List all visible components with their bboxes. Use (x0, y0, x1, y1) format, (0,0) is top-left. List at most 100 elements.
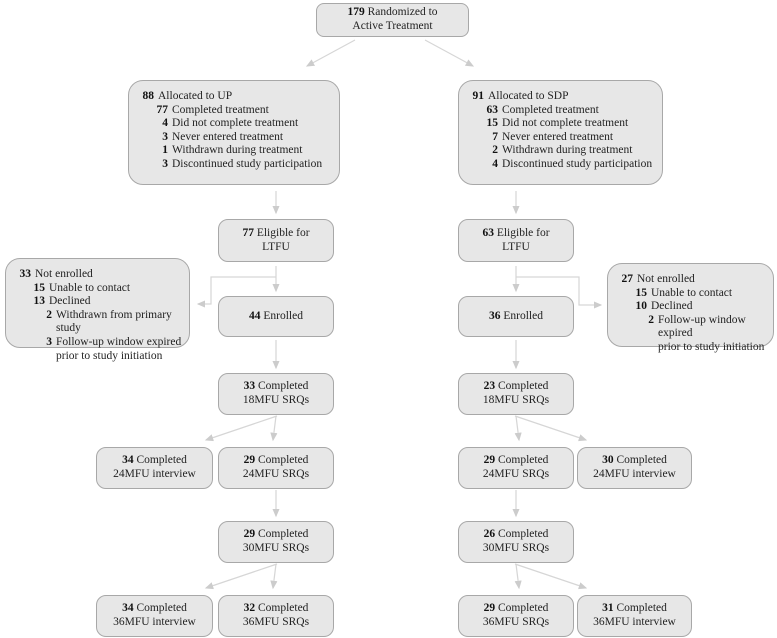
label: Completed 24MFU interview (593, 454, 676, 480)
box-text: 63 Eligible for LTFU (482, 227, 549, 254)
label: Allocated to UP (158, 90, 233, 102)
label: Did not complete treatment (502, 117, 629, 130)
label: Unable to contact (49, 281, 131, 294)
box-up-completed-18mfu-srqs: 33 Completed 18MFU SRQs (218, 373, 334, 415)
box-up-completed-30mfu-srqs: 29 Completed 30MFU SRQs (218, 521, 334, 563)
box-text: 26 Completed 30MFU SRQs (483, 528, 549, 555)
label: Never entered treatment (172, 130, 284, 143)
count: 15 (486, 117, 499, 130)
box-text: 77 Eligible for LTFU (242, 227, 309, 254)
box-up-eligible-ltfu: 77 Eligible for LTFU (218, 219, 334, 262)
box-up-completed-36mfu-interview: 34 Completed 36MFU interview (96, 595, 213, 637)
count: 31 (602, 602, 614, 615)
label: Completed 18MFU SRQs (242, 380, 310, 406)
flow-line: 3 Follow-up window expired prior to study… (18, 336, 183, 363)
count: 2 (492, 144, 498, 157)
count: 15 (33, 281, 46, 294)
label: Eligible for LTFU (256, 226, 310, 253)
label: Eligible for LTFU (496, 226, 550, 253)
label: Not enrolled (637, 273, 695, 285)
count: 34 (122, 602, 134, 615)
count: 77 (156, 103, 169, 116)
count: 33 (243, 380, 256, 393)
count: 15 (635, 286, 648, 299)
label: Completed 24MFU interview (113, 454, 196, 480)
box-text: 29 Completed 24MFU SRQs (243, 454, 309, 481)
count: 36 (489, 309, 501, 322)
count: 2 (648, 313, 654, 326)
count: 4 (162, 117, 168, 130)
label: Discontinued study participation (502, 157, 653, 170)
label: Declined (49, 295, 91, 308)
label: Discontinued study participation (172, 157, 323, 170)
flow-line: 2 Follow-up window expired prior to study… (620, 314, 767, 355)
count: 10 (635, 300, 648, 313)
flow-line: 4 Discontinued study participation (471, 158, 656, 172)
count: 29 (243, 528, 256, 541)
count: 29 (243, 454, 256, 467)
box-sdp-completed-36mfu-srqs: 29 Completed 36MFU SRQs (458, 595, 574, 637)
box-text: 29 Completed 24MFU SRQs (483, 454, 549, 481)
flow-line: 4 Did not complete treatment (141, 117, 333, 131)
count: 88 (142, 90, 155, 102)
box-up-completed-24mfu-srqs: 29 Completed 24MFU SRQs (218, 447, 334, 489)
label: Follow-up window expired prior to study … (56, 335, 182, 362)
count: 44 (249, 309, 261, 322)
box-text: 32 Completed 36MFU SRQs (243, 602, 309, 629)
box-text: 34 Completed 36MFU interview (113, 602, 196, 629)
count: 3 (46, 335, 52, 348)
count: 1 (162, 144, 168, 157)
count: 63 (486, 103, 499, 116)
count: 33 (19, 268, 32, 280)
label: Withdrawn from primary study (56, 308, 172, 335)
box-text: 23 Completed 18MFU SRQs (483, 380, 549, 407)
count: 4 (492, 157, 498, 170)
count: 3 (162, 157, 168, 170)
label: Enrolled (263, 309, 303, 322)
flow-line: 3 Discontinued study participation (141, 158, 333, 172)
count: 13 (33, 295, 46, 308)
count: 29 (483, 454, 496, 467)
label: Withdrawn during treatment (502, 144, 633, 157)
label: Completed 30MFU SRQs (242, 528, 310, 554)
count: 23 (483, 380, 496, 393)
box-up-completed-24mfu-interview: 34 Completed 24MFU interview (96, 447, 213, 489)
label: Follow-up window expired prior to study … (658, 313, 765, 353)
count: 29 (483, 602, 496, 615)
label: Randomized to Active Treatment (352, 6, 438, 32)
label: Completed treatment (502, 103, 599, 116)
label: Withdrawn during treatment (172, 144, 303, 157)
label: Did not complete treatment (172, 117, 299, 130)
flow-line: 2 Withdrawn during treatment (471, 144, 656, 158)
count: 179 (347, 6, 365, 19)
box-sdp-completed-30mfu-srqs: 26 Completed 30MFU SRQs (458, 521, 574, 563)
box-up-enrolled: 44 Enrolled (218, 296, 334, 337)
label: Never entered treatment (502, 130, 614, 143)
box-text: 34 Completed 24MFU interview (113, 454, 196, 481)
label: Completed 24MFU SRQs (242, 454, 310, 480)
count: 3 (162, 130, 168, 143)
box-sdp-enrolled: 36 Enrolled (458, 296, 574, 337)
box-text: 33 Completed 18MFU SRQs (243, 380, 309, 407)
count: 77 (242, 226, 254, 239)
box-text: 29 Completed 36MFU SRQs (483, 602, 549, 629)
flow-line: 1 Withdrawn during treatment (141, 144, 333, 158)
box-text: 31 Completed 36MFU interview (593, 602, 676, 629)
box-randomized: 179 Randomized to Active Treatment (316, 3, 469, 37)
flow-line: 3 Never entered treatment (141, 131, 333, 145)
box-sdp-eligible-ltfu: 63 Eligible for LTFU (458, 219, 574, 262)
count: 27 (621, 273, 634, 285)
